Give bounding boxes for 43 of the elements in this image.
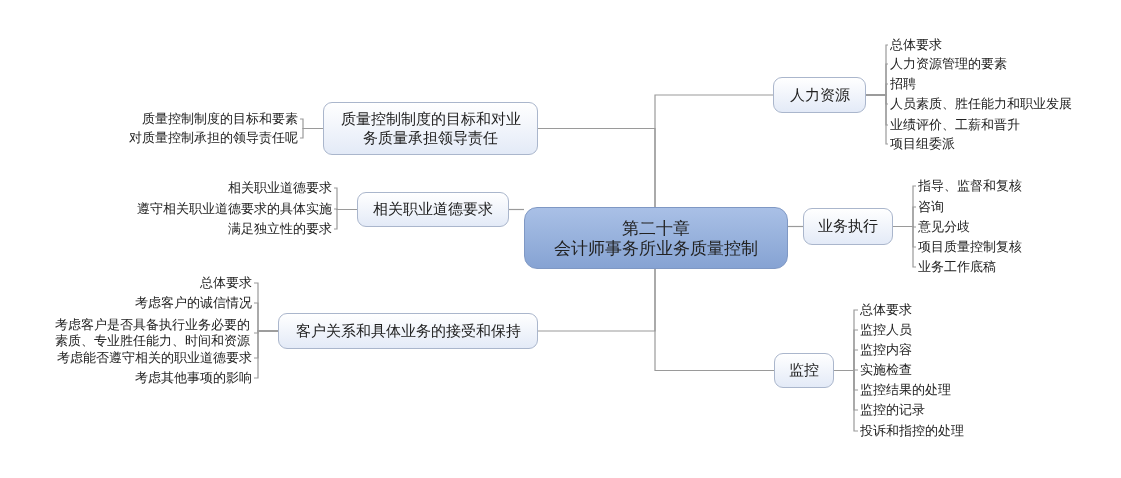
central-topic-box: 第二十章 会计师事务所业务质量控制 — [524, 207, 788, 269]
topic-text: 总体要求 — [860, 302, 912, 318]
topic-text: 考虑客户是否具备执行业务必要的素质、专业胜任能力、时间和资源 — [55, 317, 252, 349]
topic-text: 投诉和指控的处理 — [860, 423, 964, 439]
topic-box: 客户关系和具体业务的接受和保持 — [278, 313, 538, 349]
topic-text: 对质量控制承担的领导责任呢 — [129, 130, 298, 146]
connector-line — [654, 268, 775, 372]
topic-text: 咨询 — [918, 199, 944, 215]
topic-text: 考虑能否遵守相关的职业道德要求 — [57, 350, 252, 366]
topic-text: 实施检查 — [860, 362, 912, 378]
topic-text: 意见分歧 — [918, 219, 970, 235]
topic-text: 总体要求 — [890, 37, 942, 53]
topic-text: 业绩评价、工薪和晋升 — [890, 117, 1020, 133]
topic-box: 业务执行 — [803, 208, 893, 245]
topic-text: 监控结果的处理 — [860, 382, 951, 398]
topic-text: 考虑客户的诚信情况 — [135, 295, 252, 311]
topic-text: 监控的记录 — [860, 402, 925, 418]
topic-text: 遵守相关职业道德要求的具体实施 — [137, 201, 332, 217]
topic-text: 人员素质、胜任能力和职业发展 — [890, 96, 1072, 112]
connector-line — [654, 94, 774, 208]
connector-line — [333, 208, 358, 230]
topic-text: 质量控制制度的目标和要素 — [142, 111, 298, 127]
topic-text: 相关职业道德要求 — [228, 180, 332, 196]
topic-text: 项目质量控制复核 — [918, 239, 1022, 255]
topic-box: 相关职业道德要求 — [357, 192, 509, 227]
topic-text: 人力资源管理的要素 — [890, 56, 1007, 72]
topic-text: 招聘 — [890, 76, 916, 92]
topic-text: 监控内容 — [860, 342, 912, 358]
topic-text: 满足独立性的要求 — [228, 221, 332, 237]
topic-text: 考虑其他事项的影响 — [135, 370, 252, 386]
topic-text: 总体要求 — [200, 275, 252, 291]
connector-line — [253, 330, 279, 379]
topic-text: 监控人员 — [860, 322, 912, 338]
topic-text: 项目组委派 — [890, 136, 955, 152]
topic-text: 指导、监督和复核 — [918, 178, 1022, 194]
topic-box: 监控 — [774, 353, 834, 388]
connector-line — [833, 369, 859, 432]
connector-line — [299, 127, 324, 139]
topic-box: 人力资源 — [773, 77, 866, 113]
topic-box: 质量控制制度的目标和对业务质量承担领导责任 — [323, 102, 538, 155]
connector-line — [865, 94, 889, 145]
connector-line — [892, 225, 917, 268]
topic-text: 业务工作底稿 — [918, 259, 996, 275]
